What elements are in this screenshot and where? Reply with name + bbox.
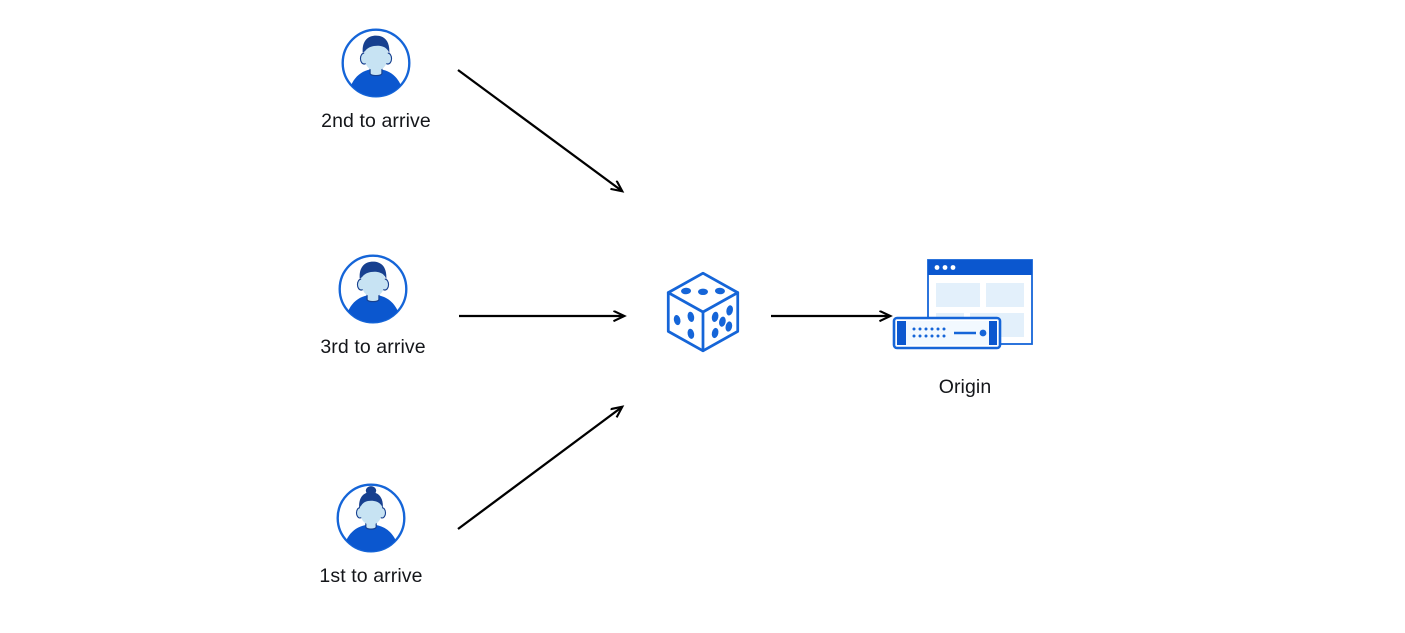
origin-server-icon: [892, 259, 1033, 350]
node-label-visitor-1st: 1st to arrive: [319, 565, 423, 587]
node-visitor-2nd[interactable]: 2nd to arrive: [286, 26, 466, 133]
user-avatar-icon: [338, 254, 408, 324]
node-origin[interactable]: Origin: [865, 256, 1065, 399]
user-avatar-icon: [336, 483, 406, 553]
dice-icon: [666, 271, 740, 353]
user-avatar-icon: [341, 28, 411, 98]
node-label-visitor-2nd: 2nd to arrive: [321, 110, 431, 132]
node-visitor-1st[interactable]: 1st to arrive: [281, 481, 461, 588]
arrow-1st-to-dice: [457, 407, 622, 530]
node-dice[interactable]: [643, 270, 763, 354]
node-label-visitor-3rd: 3rd to arrive: [320, 336, 426, 358]
arrow-2nd-to-dice: [457, 69, 622, 191]
node-visitor-3rd[interactable]: 3rd to arrive: [283, 252, 463, 359]
server-device: [892, 316, 1002, 350]
node-label-origin: Origin: [938, 376, 992, 398]
